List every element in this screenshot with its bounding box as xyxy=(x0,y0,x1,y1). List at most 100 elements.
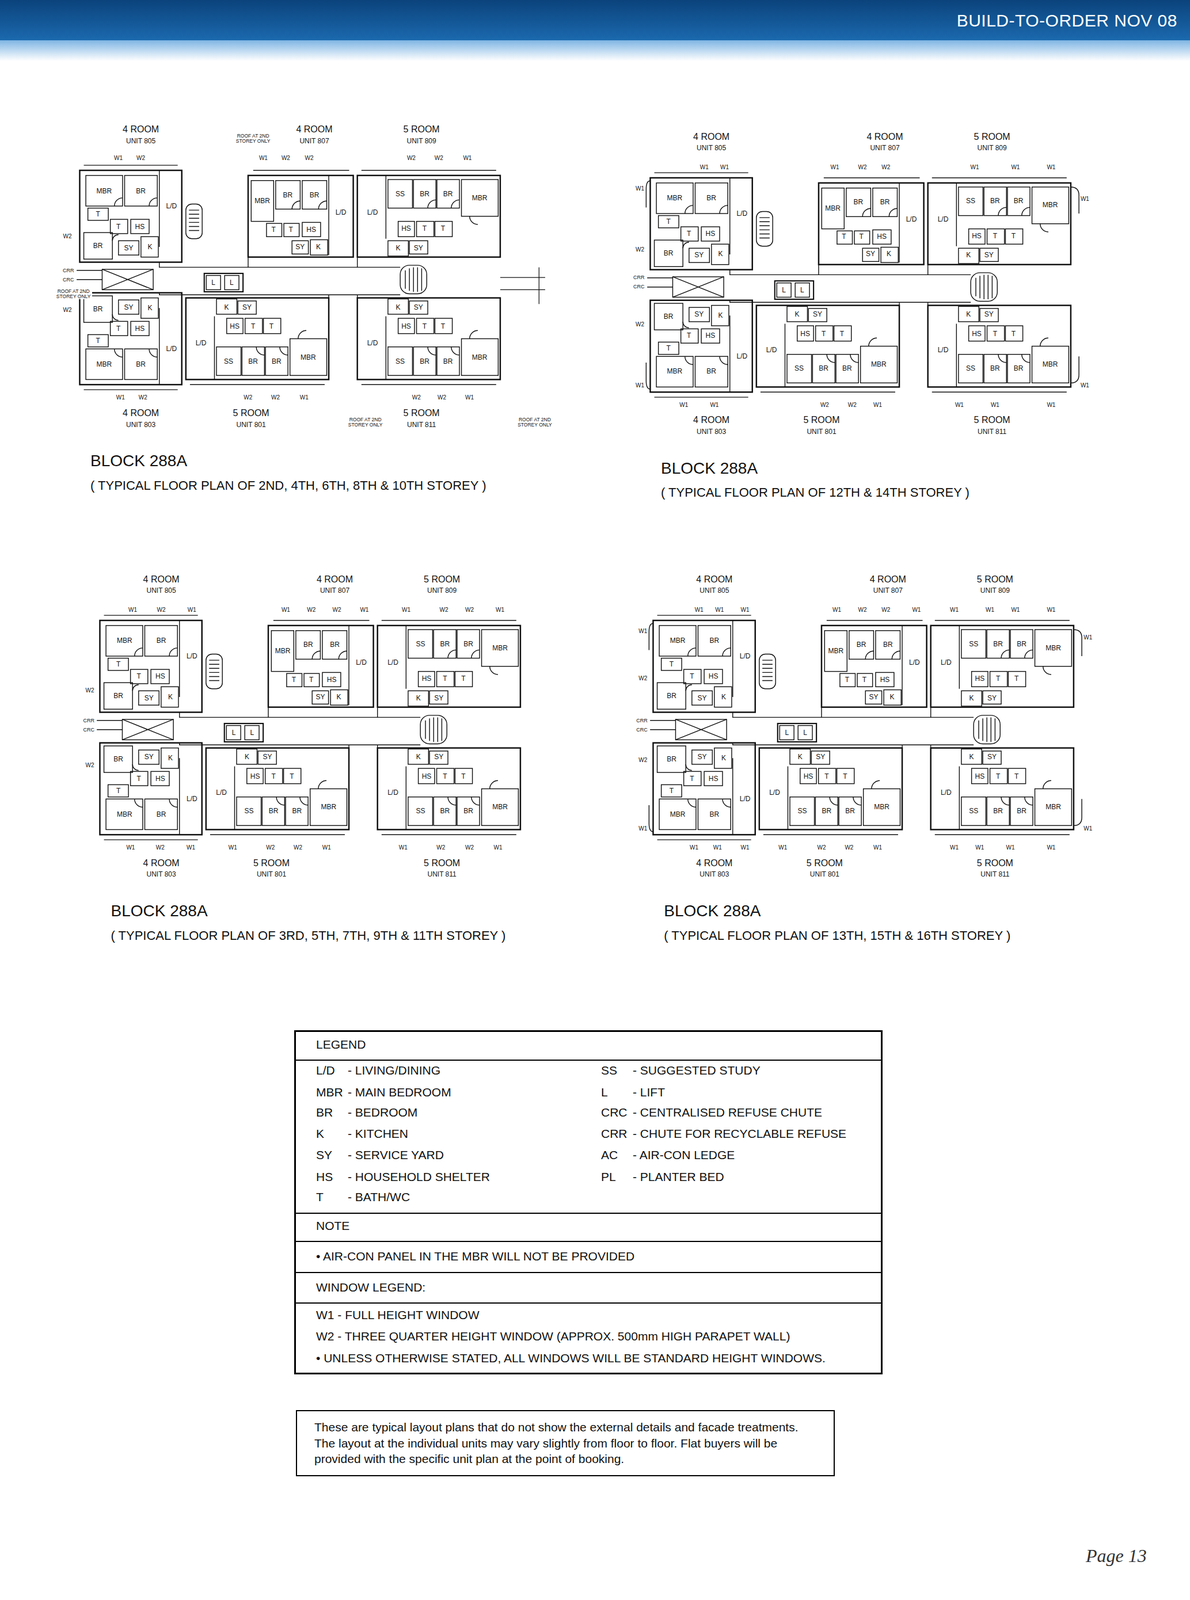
table-cell: - LIFT xyxy=(632,1085,665,1100)
window-label: W2 xyxy=(816,845,827,851)
room-label: HS xyxy=(799,330,811,338)
room-label: HS xyxy=(803,773,815,781)
window-label: W1 xyxy=(689,845,699,851)
window-label: W1 xyxy=(694,607,705,614)
room-label: BR xyxy=(268,807,280,815)
room-label: HS xyxy=(154,673,166,680)
unit-number: UNIT 807 xyxy=(319,587,351,595)
room-label: L xyxy=(802,729,808,737)
table-rule xyxy=(295,1241,881,1243)
unit-number: UNIT 801 xyxy=(256,871,287,878)
window-label: W1 xyxy=(872,845,883,851)
room-label: BR xyxy=(282,191,294,199)
window-label: W1 xyxy=(125,845,136,851)
room-label: SY xyxy=(315,693,326,701)
room-label: SY xyxy=(693,251,705,259)
window-label: W1 xyxy=(227,845,238,851)
room-label: BR xyxy=(439,807,451,815)
room-label: L xyxy=(229,279,235,287)
unit-type: 5 ROOM xyxy=(976,575,1014,585)
table-cell: HS xyxy=(316,1170,333,1184)
room-label: T xyxy=(440,322,446,330)
window-label: W1 xyxy=(637,826,648,832)
room-label: K xyxy=(415,753,422,761)
room-label: HS xyxy=(421,773,433,781)
unit-type: 4 ROOM xyxy=(142,858,181,869)
room-label: SY xyxy=(143,694,155,702)
window-label: W2 xyxy=(135,155,146,162)
roof-note: ROOF AT 2ND STOREY ONLY xyxy=(347,417,385,429)
bay-window xyxy=(648,623,1082,832)
room-label: L/D xyxy=(735,210,748,218)
room-label: MBR xyxy=(666,194,683,202)
unit-number: UNIT 807 xyxy=(872,587,904,595)
room-label: MBR xyxy=(471,354,489,361)
unit-number: UNIT 801 xyxy=(805,428,837,436)
room-label: T xyxy=(308,676,314,684)
floor-plan xyxy=(632,574,1123,892)
table-rule xyxy=(295,1302,881,1304)
storey-note: ( TYPICAL FLOOR PLAN OF 3RD, 5TH, 7TH, 9… xyxy=(110,929,507,943)
room-label: BR xyxy=(989,365,1001,372)
room-label: T xyxy=(115,787,121,795)
roof-note: ROOF AT 2ND STOREY ONLY xyxy=(234,133,272,145)
chute-label: CRC xyxy=(632,284,646,290)
room-label: T xyxy=(995,773,1001,781)
block-title: BLOCK 288A xyxy=(89,453,188,470)
room-label: BR xyxy=(705,194,717,202)
room-label: HS xyxy=(421,675,433,683)
unit-type: 5 ROOM xyxy=(423,575,461,585)
window-label: W1 xyxy=(1082,826,1093,832)
room-label: L/D xyxy=(355,659,368,667)
room-label: HS xyxy=(249,773,261,781)
room-label: T xyxy=(1013,675,1020,683)
window-label: W1 xyxy=(831,607,842,614)
room-label: SY xyxy=(983,251,995,259)
room-label: MBR xyxy=(1042,360,1059,368)
window-label: W1 xyxy=(635,382,645,389)
table-cell: - CHUTE FOR RECYCLABLE REFUSE xyxy=(632,1127,847,1141)
room-label: HS xyxy=(708,673,720,680)
block-title: BLOCK 288A xyxy=(110,903,209,920)
room-label: SY xyxy=(693,310,705,318)
room-label: BR xyxy=(989,197,1001,205)
room-label: MBR xyxy=(491,644,509,652)
table-cell: - HOUSEHOLD SHELTER xyxy=(347,1170,490,1184)
unit-number: UNIT 803 xyxy=(698,871,730,878)
room-label: MBR xyxy=(669,637,687,645)
room-label: HS xyxy=(134,325,146,333)
room-label: BR xyxy=(709,637,721,645)
room-label: MBR xyxy=(299,354,317,361)
room-label: HS xyxy=(974,773,986,781)
window-label: W1 xyxy=(949,845,960,851)
floor-plan xyxy=(79,574,570,892)
room-label: BR xyxy=(442,358,454,366)
room-label: MBR xyxy=(870,360,888,368)
room-label: SY xyxy=(986,753,998,761)
window-label: W2 xyxy=(306,607,317,614)
room-label: K xyxy=(147,304,154,312)
window-label: W2 xyxy=(637,757,648,764)
unit-type: 5 ROOM xyxy=(402,124,441,135)
window-label: W1 xyxy=(709,402,720,409)
room-label: T xyxy=(460,773,466,781)
window-label: W2 xyxy=(156,607,167,614)
room-label: L/D xyxy=(386,659,399,667)
unit-type: 4 ROOM xyxy=(295,124,333,135)
room-label: SY xyxy=(294,243,306,251)
room-label: SY xyxy=(433,753,444,761)
room-label: MBR xyxy=(471,194,489,202)
room-label: T xyxy=(115,325,121,333)
window-label: W1 xyxy=(1080,196,1090,203)
room-label: T xyxy=(823,773,830,781)
window-label: W2 xyxy=(435,845,446,851)
room-label: T xyxy=(820,330,827,338)
window-label: W2 xyxy=(293,845,303,851)
table-cell: • AIR-CON PANEL IN THE MBR WILL NOT BE P… xyxy=(316,1249,635,1264)
room-label: T xyxy=(268,322,275,330)
table-cell: L xyxy=(601,1085,608,1100)
window-label: W1 xyxy=(1046,402,1056,409)
unit-number: UNIT 809 xyxy=(406,137,437,145)
window-label: W1 xyxy=(777,845,788,851)
table-cell: - PLANTER BED xyxy=(632,1170,725,1184)
